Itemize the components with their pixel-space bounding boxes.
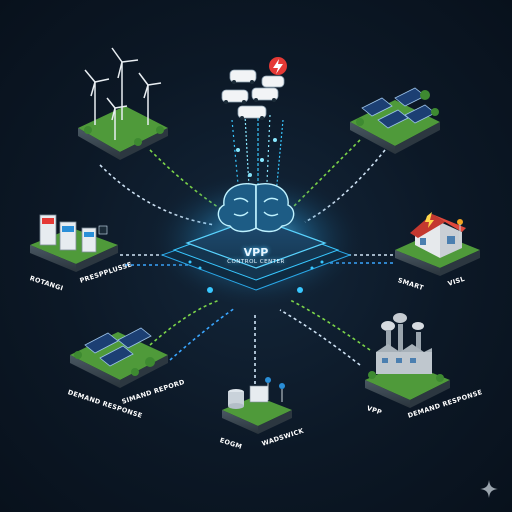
line-factory bbox=[289, 299, 371, 351]
wind-farm-node bbox=[78, 47, 168, 160]
solar-farm-bottom-node bbox=[70, 327, 168, 388]
sparkle-icon bbox=[480, 480, 498, 498]
ev-charging-node bbox=[30, 214, 118, 272]
hub-subtitle: CONTROL CENTER bbox=[227, 259, 285, 265]
smart-house-node bbox=[395, 212, 480, 276]
battery-storage-icon bbox=[228, 377, 285, 409]
house-icon bbox=[410, 212, 466, 258]
storage-node bbox=[222, 377, 292, 434]
solar-panel-icon bbox=[84, 327, 152, 367]
hub-title: VPP bbox=[243, 246, 269, 259]
factory-icon bbox=[376, 313, 432, 374]
ev-charger-icon bbox=[39, 214, 108, 253]
brain-icon bbox=[217, 183, 295, 233]
car-icon bbox=[221, 69, 285, 119]
lightning-icon bbox=[269, 57, 287, 75]
factory-node bbox=[365, 313, 450, 408]
line-solar-bottom bbox=[149, 299, 221, 346]
solar-farm-top-node bbox=[350, 87, 440, 154]
line-solar-bottom-2 bbox=[169, 307, 236, 361]
wind-turbine-icon bbox=[84, 47, 162, 140]
line-wind-2 bbox=[99, 164, 216, 226]
ev-cars-node bbox=[221, 57, 287, 120]
vpp-control-center bbox=[146, 170, 366, 310]
line-factory-2 bbox=[279, 309, 361, 366]
